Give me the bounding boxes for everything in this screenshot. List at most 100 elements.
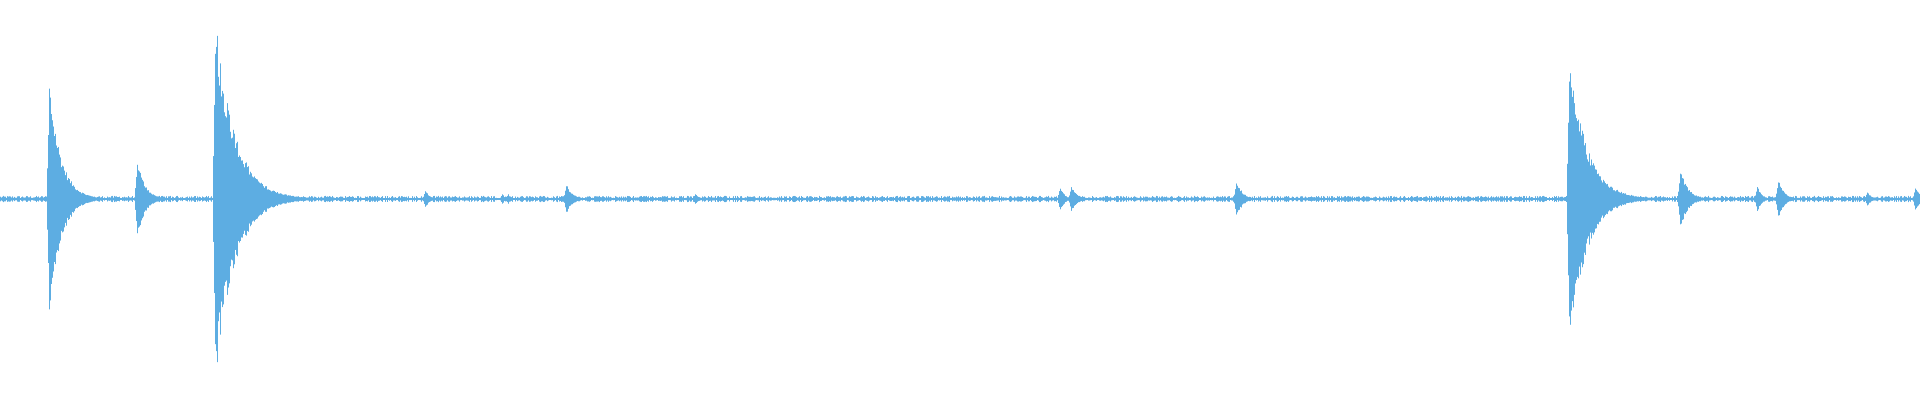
waveform-sample: [774, 197, 775, 201]
waveform-sample: [640, 196, 641, 202]
waveform-sample: [1224, 196, 1225, 202]
waveform-sample: [648, 196, 649, 202]
waveform-sample: [1729, 197, 1730, 201]
waveform-sample: [944, 196, 945, 202]
waveform-sample: [1343, 197, 1344, 201]
waveform-sample: [846, 196, 847, 202]
waveform-sample: [1616, 190, 1617, 208]
waveform-sample: [749, 196, 750, 202]
waveform-sample: [740, 196, 741, 202]
waveform-sample: [649, 198, 650, 200]
waveform-sample: [79, 191, 80, 207]
waveform-sample: [532, 196, 533, 202]
waveform-sample: [324, 196, 325, 202]
waveform-sample: [1860, 196, 1861, 202]
waveform-sample: [804, 197, 805, 201]
waveform-sample: [1236, 183, 1237, 215]
waveform-sample: [1083, 196, 1084, 202]
waveform-sample: [254, 176, 255, 222]
waveform-sample: [773, 197, 774, 201]
waveform-sample: [1759, 191, 1760, 207]
waveform-sample: [1342, 197, 1343, 201]
waveform-sample: [1425, 196, 1426, 202]
waveform-sample: [661, 197, 662, 201]
waveform-sample: [385, 196, 386, 202]
waveform-sample: [1603, 179, 1604, 219]
waveform-sample: [1160, 197, 1161, 201]
waveform-sample: [1512, 198, 1513, 200]
waveform-sample: [220, 63, 221, 335]
waveform-sample: [621, 196, 622, 202]
waveform-sample: [972, 197, 973, 201]
waveform-sample: [1453, 198, 1454, 200]
waveform-sample: [300, 197, 301, 201]
waveform-sample: [173, 197, 174, 201]
waveform-sample: [1765, 197, 1766, 201]
waveform-sample: [8, 196, 9, 202]
waveform-sample: [1488, 196, 1489, 202]
waveform-sample: [554, 197, 555, 201]
waveform-sample: [1264, 197, 1265, 201]
waveform-sample: [885, 198, 886, 200]
waveform-sample: [267, 189, 268, 209]
waveform-sample: [312, 196, 313, 202]
waveform-sample: [114, 195, 115, 203]
waveform-sample: [362, 198, 363, 200]
waveform-sample: [1441, 198, 1442, 200]
waveform-sample: [1274, 196, 1275, 202]
waveform-sample: [1825, 196, 1826, 202]
waveform-sample: [1041, 197, 1042, 201]
waveform-sample: [890, 197, 891, 201]
waveform-sample: [1660, 195, 1661, 203]
waveform-sample: [513, 198, 514, 200]
waveform-sample: [923, 196, 924, 202]
waveform-sample: [1173, 198, 1174, 200]
waveform-sample: [1881, 196, 1882, 202]
waveform-sample: [712, 197, 713, 201]
waveform-sample: [1033, 196, 1034, 202]
waveform-sample: [226, 117, 227, 281]
waveform-sample: [372, 196, 373, 202]
waveform-sample: [1422, 198, 1423, 200]
waveform-sample: [1184, 196, 1185, 202]
waveform-sample: [375, 196, 376, 202]
waveform-sample: [578, 196, 579, 202]
waveform-sample: [330, 196, 331, 202]
waveform-sample: [1089, 197, 1090, 201]
waveform-sample: [9, 196, 10, 202]
waveform-sample: [38, 196, 39, 202]
waveform-sample: [739, 198, 740, 200]
waveform-sample: [869, 197, 870, 201]
waveform-sample: [101, 197, 102, 201]
waveform-sample: [1617, 189, 1618, 209]
waveform-sample: [1191, 196, 1192, 202]
waveform-sample: [1629, 195, 1630, 203]
waveform-sample: [1684, 184, 1685, 214]
waveform-sample: [1130, 197, 1131, 201]
waveform-sample: [738, 197, 739, 201]
waveform-sample: [447, 197, 448, 201]
waveform-sample: [1701, 197, 1702, 201]
waveform-sample: [468, 197, 469, 201]
waveform-sample: [861, 196, 862, 202]
waveform-sample: [463, 197, 464, 201]
waveform-sample: [1125, 197, 1126, 201]
waveform-sample: [1026, 196, 1027, 202]
waveform-sample: [313, 197, 314, 201]
waveform-sample: [718, 195, 719, 203]
waveform-sample: [575, 195, 576, 203]
waveform-sample: [1539, 196, 1540, 202]
waveform-sample: [1533, 197, 1534, 201]
waveform-sample: [906, 198, 907, 200]
waveform-sample: [467, 197, 468, 201]
waveform-sample: [1046, 196, 1047, 202]
waveform-sample: [1695, 195, 1696, 203]
waveform-sample: [1109, 197, 1110, 201]
waveform-sample: [1716, 198, 1717, 200]
waveform-sample: [387, 196, 388, 202]
waveform-sample: [486, 197, 487, 201]
waveform-sample: [314, 196, 315, 202]
waveform-sample: [1864, 196, 1865, 202]
waveform-sample: [1482, 196, 1483, 202]
